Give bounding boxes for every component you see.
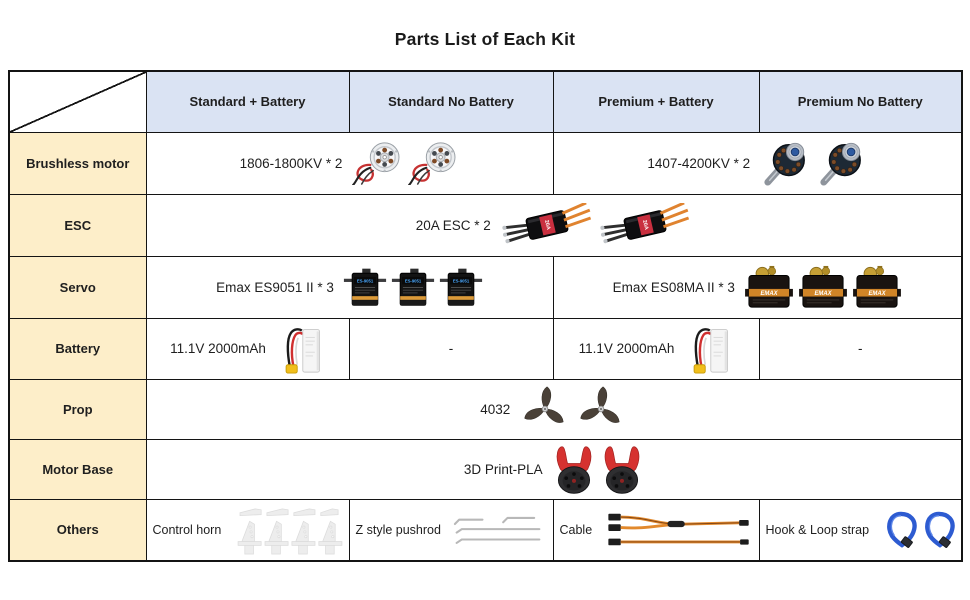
column-header-standard-battery: Standard + Battery bbox=[145, 70, 350, 133]
row-label-prop: Prop bbox=[8, 378, 147, 440]
row-prop: Prop 4032 bbox=[8, 378, 963, 440]
cell-battery-premium-without: - bbox=[758, 317, 963, 380]
cell-battery-standard-with: 11.1V 2000mAh bbox=[145, 317, 350, 380]
row-label-esc: ESC bbox=[8, 193, 147, 257]
motor-base-value: 3D Print-PLA bbox=[463, 461, 543, 477]
battery-icon bbox=[275, 323, 325, 375]
standard-motor-icon bbox=[407, 141, 459, 185]
esc-icon bbox=[500, 203, 594, 247]
strap-images bbox=[884, 511, 956, 549]
servo-standard-value: Emax ES9051 II * 3 bbox=[216, 279, 334, 295]
brushless-premium-value: 1407-4200KV * 2 bbox=[647, 155, 751, 171]
cell-control-horn: Control horn bbox=[145, 498, 350, 562]
hook-loop-strap-icon bbox=[884, 511, 918, 549]
battery-premium-none: - bbox=[858, 341, 863, 356]
cell-servo-standard: Emax ES9051 II * 3 bbox=[145, 255, 554, 319]
premium-servo-images bbox=[744, 265, 902, 309]
standard-servo-images bbox=[343, 267, 483, 307]
standard-motor-images bbox=[351, 141, 459, 185]
cell-brushless-standard: 1806-1800KV * 2 bbox=[145, 131, 554, 195]
cell-cable: Cable bbox=[552, 498, 760, 562]
standard-servo-icon bbox=[439, 267, 483, 307]
row-motor-base: Motor Base 3D Print-PLA bbox=[8, 438, 963, 500]
motor-base-images bbox=[552, 443, 644, 495]
battery-standard-value: 11.1V 2000mAh bbox=[170, 341, 266, 356]
pushrod-label: Z style pushrod bbox=[355, 522, 441, 537]
prop-value: 4032 bbox=[480, 401, 511, 417]
cell-battery-premium-with: 11.1V 2000mAh bbox=[552, 317, 760, 380]
row-esc: ESC 20A ESC * 2 bbox=[8, 193, 963, 257]
parts-table: Standard + Battery Standard No Battery P… bbox=[8, 70, 963, 562]
row-label-brushless-motor: Brushless motor bbox=[8, 131, 147, 195]
premium-motor-icon bbox=[759, 139, 811, 187]
page-title: Parts List of Each Kit bbox=[394, 29, 576, 49]
motor-base-icon bbox=[600, 443, 644, 495]
column-header-premium-no-battery: Premium No Battery bbox=[758, 70, 963, 133]
propeller-icon bbox=[575, 384, 627, 434]
motor-base-icon bbox=[552, 443, 596, 495]
premium-servo-icon bbox=[798, 265, 848, 309]
cable-icon bbox=[604, 509, 754, 551]
brushless-standard-value: 1806-1800KV * 2 bbox=[239, 155, 343, 171]
servo-premium-value: Emax ES08MA II * 3 bbox=[612, 279, 735, 295]
battery-icon bbox=[683, 323, 733, 375]
row-others: Others Control horn Z style pushrod Cabl… bbox=[8, 498, 963, 562]
cell-battery-standard-without: - bbox=[348, 317, 554, 380]
row-label-motor-base: Motor Base bbox=[8, 438, 147, 500]
standard-servo-icon bbox=[391, 267, 435, 307]
esc-images bbox=[500, 203, 692, 247]
premium-motor-icon bbox=[815, 139, 867, 187]
propeller-icon bbox=[519, 384, 571, 434]
cell-brushless-premium: 1407-4200KV * 2 bbox=[552, 131, 963, 195]
column-header-premium-battery: Premium + Battery bbox=[552, 70, 760, 133]
prop-images bbox=[519, 384, 627, 434]
cell-strap: Hook & Loop strap bbox=[758, 498, 963, 562]
row-battery: Battery 11.1V 2000mAh - 11.1V 2000mAh - bbox=[8, 317, 963, 380]
corner-diagonal-cell bbox=[8, 70, 147, 133]
row-label-battery: Battery bbox=[8, 317, 147, 380]
column-header-standard-no-battery: Standard No Battery bbox=[348, 70, 554, 133]
hook-loop-strap-icon bbox=[922, 511, 956, 549]
row-servo: Servo Emax ES9051 II * 3 Emax ES08MA II … bbox=[8, 255, 963, 319]
row-label-servo: Servo bbox=[8, 255, 147, 319]
premium-motor-images bbox=[759, 139, 867, 187]
premium-servo-icon bbox=[852, 265, 902, 309]
cell-motor-base: 3D Print-PLA bbox=[145, 438, 963, 500]
battery-standard-none: - bbox=[448, 341, 454, 356]
esc-icon bbox=[598, 203, 692, 247]
standard-motor-icon bbox=[351, 141, 403, 185]
strap-label: Hook & Loop strap bbox=[765, 522, 870, 537]
control-horn-label: Control horn bbox=[152, 522, 222, 537]
cable-label: Cable bbox=[559, 522, 593, 537]
header-row: Standard + Battery Standard No Battery P… bbox=[8, 70, 963, 133]
row-brushless-motor: Brushless motor 1806-1800KV * 2 1407-420… bbox=[8, 131, 963, 195]
esc-value: 20A ESC * 2 bbox=[415, 217, 491, 233]
row-label-others: Others bbox=[8, 498, 147, 562]
pushrod-icon bbox=[448, 512, 548, 548]
battery-premium-value: 11.1V 2000mAh bbox=[578, 341, 675, 356]
cell-servo-premium: Emax ES08MA II * 3 bbox=[552, 255, 963, 319]
cell-pushrod: Z style pushrod bbox=[348, 498, 554, 562]
premium-servo-icon bbox=[744, 265, 794, 309]
standard-servo-icon bbox=[343, 267, 387, 307]
cell-esc: 20A ESC * 2 bbox=[145, 193, 963, 257]
control-horn-icon bbox=[236, 505, 344, 555]
cell-prop: 4032 bbox=[145, 378, 963, 440]
